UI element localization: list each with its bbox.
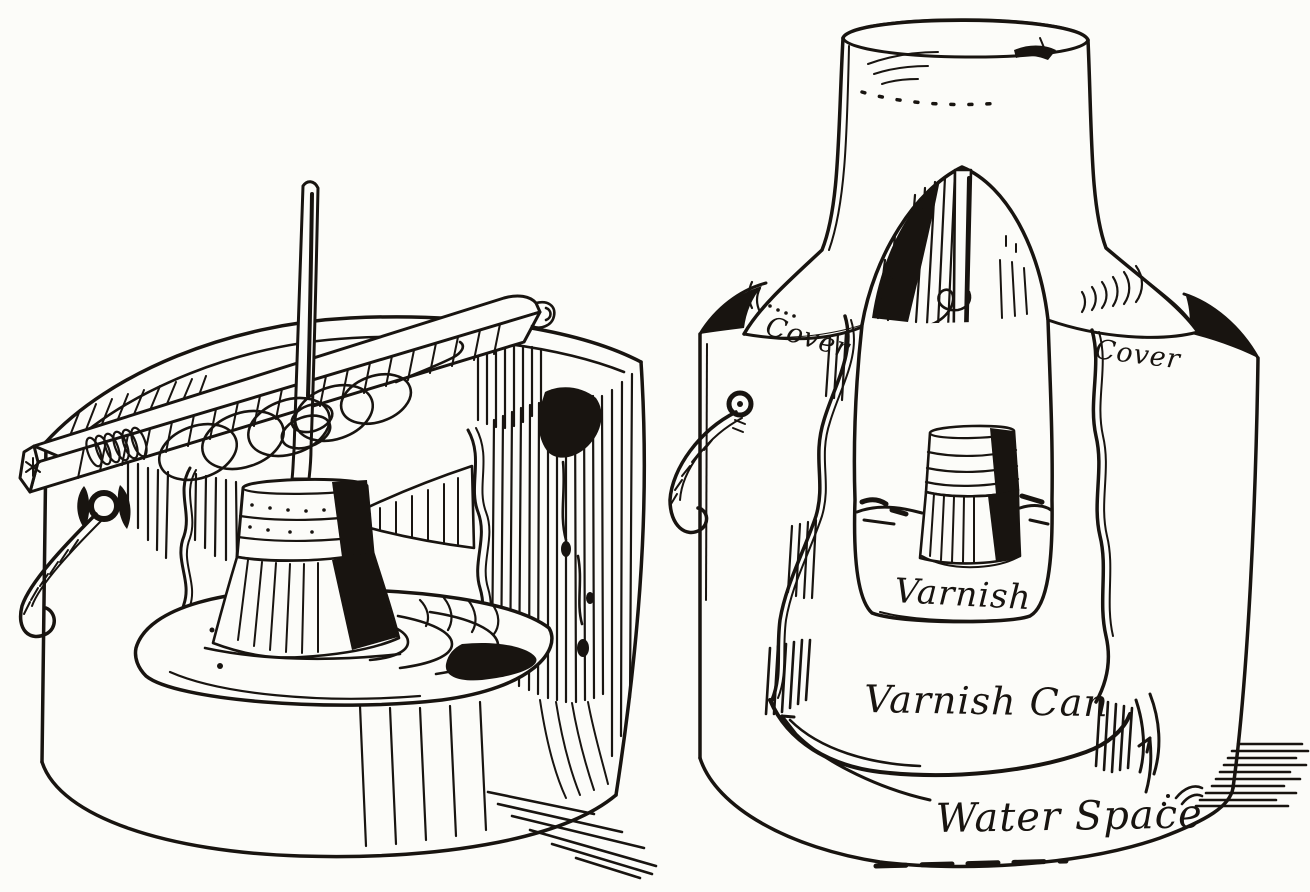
pail-bail-handle	[18, 485, 131, 639]
front-wall-flutes	[358, 700, 488, 848]
bail-ear-right	[726, 390, 754, 418]
stick-across-rim	[18, 294, 556, 494]
arrow-to-right-gap	[1137, 736, 1152, 754]
label-varnish-can: Varnish Can	[864, 677, 1109, 725]
bail-ear	[88, 490, 120, 522]
pail-body	[40, 315, 647, 859]
varnish-drips-and-rim-chunk	[476, 343, 602, 657]
water-space-gap-left	[764, 638, 812, 716]
rim-shadow-left	[700, 286, 762, 334]
coiled-wire-brush-holder	[85, 340, 465, 482]
cover	[742, 18, 1200, 341]
base-dashes	[873, 858, 1069, 869]
label-cover-right: Cover	[1093, 334, 1183, 375]
arrow-to-left-gap	[780, 714, 796, 730]
label-leaders	[780, 714, 1153, 802]
label-water-space: Water Space	[935, 791, 1203, 842]
ground-shadow-left-figure	[486, 790, 658, 880]
pool-front-over-bristles	[203, 646, 402, 661]
wire-tail	[394, 340, 465, 384]
cover-fit-marks-left	[747, 280, 762, 314]
left-figure-open-pail	[18, 180, 658, 880]
cover-fit-marks-right	[1080, 264, 1144, 314]
label-varnish: Varnish	[894, 571, 1033, 618]
cover-cutaway-arch	[860, 165, 1050, 330]
ground-shadow-right-figure	[873, 742, 1310, 869]
outer-can-body	[698, 281, 1260, 869]
stick-end-knot	[25, 457, 41, 477]
brush-handle	[290, 180, 320, 481]
right-figure-water-jacketed-can: Cover Cover Varnish Varnish Can Water Sp…	[668, 18, 1310, 869]
varnish-can-inner	[852, 318, 1054, 624]
outer-can-bail	[668, 390, 754, 535]
stick-right-end-cap	[530, 300, 556, 329]
rim-shadow-right	[1186, 296, 1258, 358]
labels: Cover Cover Varnish Varnish Can Water Sp…	[762, 311, 1203, 842]
varnish-surface	[855, 504, 1053, 515]
